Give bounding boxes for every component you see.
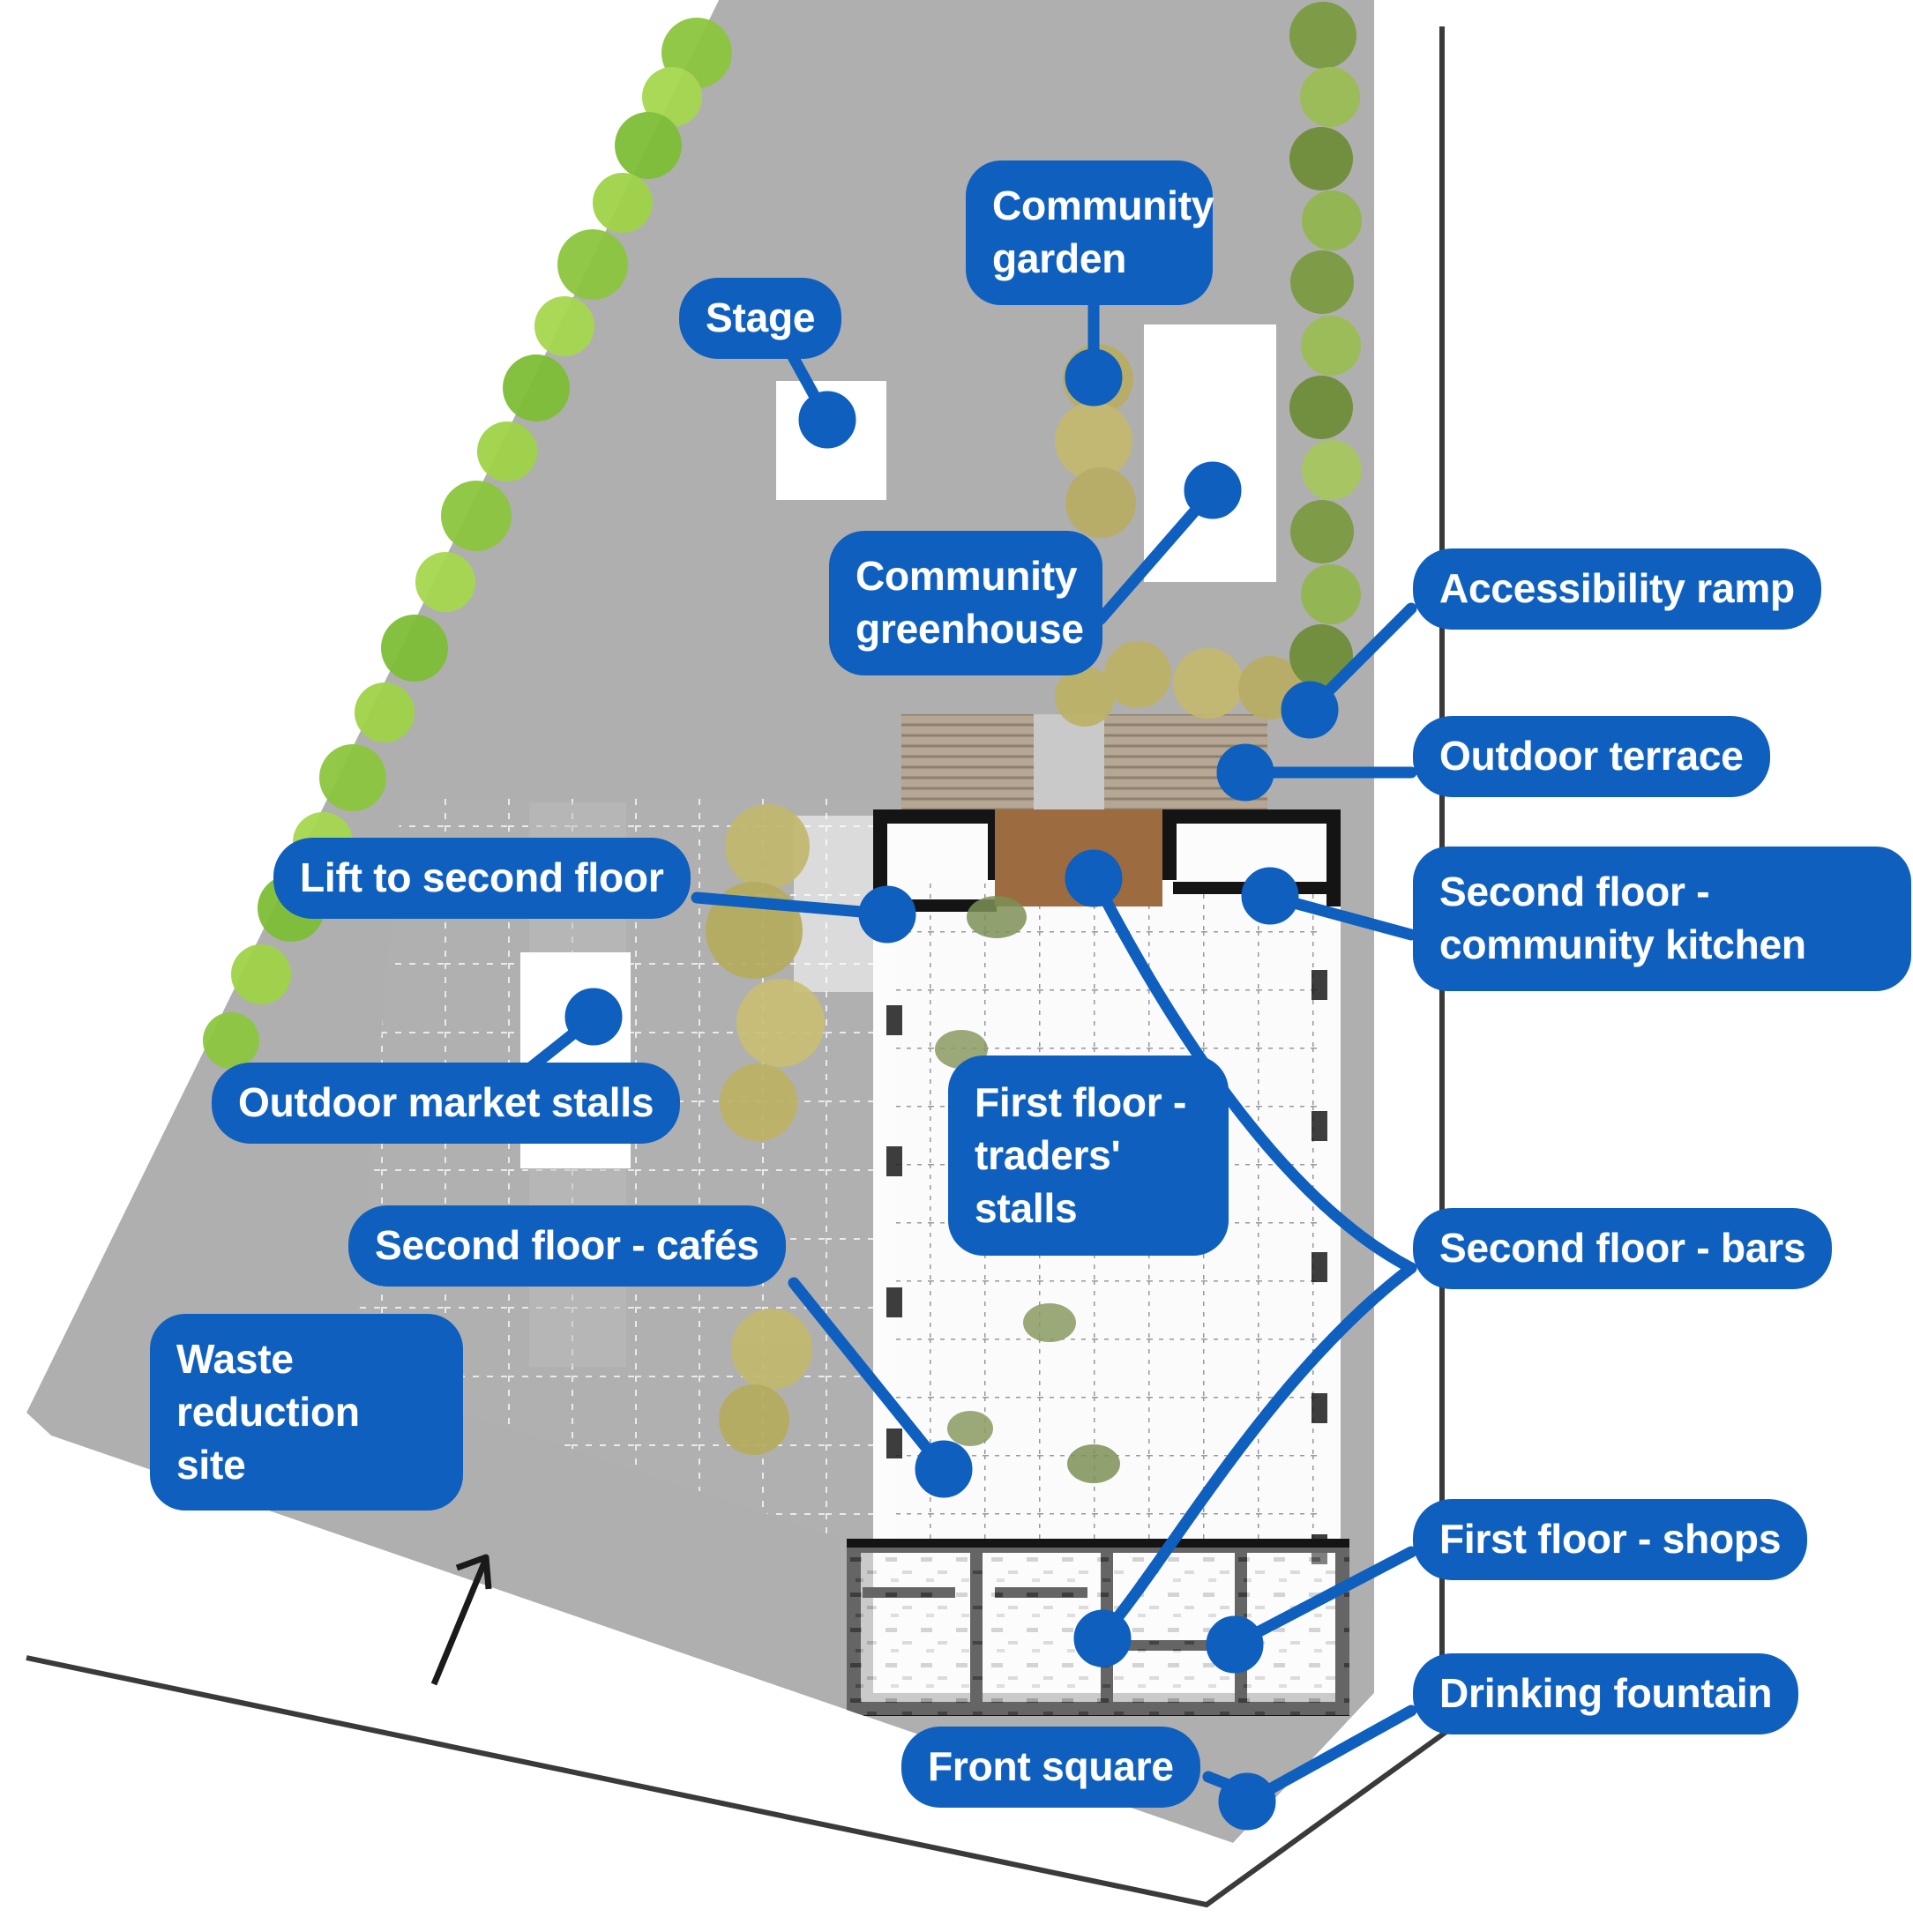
north-arrow (430, 1554, 492, 1686)
callout-lift-to-second-floor[interactable]: Lift to second floor (273, 838, 691, 919)
callout-second-floor-cafes-label: Second floor - cafés (375, 1222, 759, 1268)
stage-building (776, 381, 886, 500)
callout-waste-reduction-site[interactable]: Waste reduction site (150, 1314, 463, 1511)
callout-kitchen-line2: community kitchen (1439, 921, 1806, 967)
callout-first-floor-traders-stalls[interactable]: First floor - traders' stalls (948, 1056, 1229, 1257)
callout-community-garden-line1: Community (992, 183, 1214, 228)
callout-traders-line1: First floor - (975, 1079, 1187, 1125)
community-kitchen-block (995, 809, 1162, 906)
callout-outdoor-market-stalls-label: Outdoor market stalls (238, 1079, 654, 1125)
callout-second-floor-bars[interactable]: Second floor - bars (1413, 1208, 1833, 1289)
callout-traders-line3: stalls (975, 1184, 1078, 1231)
callout-accessibility-ramp-label: Accessibility ramp (1439, 565, 1795, 611)
market-hall (847, 809, 1349, 1716)
callout-waste-line1: Waste (176, 1336, 294, 1382)
callout-community-garden-line2: garden (992, 235, 1127, 281)
callout-second-floor-community-kitchen[interactable]: Second floor - community kitchen (1413, 847, 1911, 991)
callout-community-greenhouse-line1: Community (856, 553, 1078, 599)
callout-front-square-label: Front square (928, 1743, 1174, 1789)
callout-outdoor-terrace[interactable]: Outdoor terrace (1413, 716, 1770, 797)
callout-first-floor-shops[interactable]: First floor - shops (1413, 1499, 1808, 1580)
callout-kitchen-line1: Second floor - (1439, 869, 1710, 914)
tree-line-northwest (203, 18, 732, 1069)
callout-community-greenhouse-line2: greenhouse (856, 605, 1084, 652)
callout-community-greenhouse[interactable]: Community greenhouse (829, 531, 1102, 675)
callout-stage[interactable]: Stage (679, 278, 842, 359)
callout-outdoor-terrace-label: Outdoor terrace (1439, 733, 1744, 779)
callout-outdoor-market-stalls[interactable]: Outdoor market stalls (212, 1063, 681, 1144)
tree-line-northeast (1289, 2, 1362, 688)
callout-accessibility-ramp[interactable]: Accessibility ramp (1413, 548, 1821, 630)
callout-stage-label: Stage (706, 295, 816, 340)
callout-drinking-fountain-label: Drinking fountain (1439, 1670, 1773, 1716)
callout-drinking-fountain[interactable]: Drinking fountain (1413, 1653, 1799, 1734)
callout-second-floor-cafes[interactable]: Second floor - cafés (348, 1205, 786, 1287)
callout-community-garden[interactable]: Community garden (966, 160, 1214, 305)
callout-lift-label: Lift to second floor (300, 854, 664, 900)
greenhouse-building (1144, 324, 1276, 582)
callout-first-floor-shops-label: First floor - shops (1439, 1516, 1782, 1562)
callout-second-floor-bars-label: Second floor - bars (1439, 1225, 1806, 1271)
callout-waste-line2: reduction site (176, 1388, 360, 1488)
callout-front-square[interactable]: Front square (901, 1727, 1200, 1808)
callout-traders-line2: traders' (975, 1131, 1121, 1178)
